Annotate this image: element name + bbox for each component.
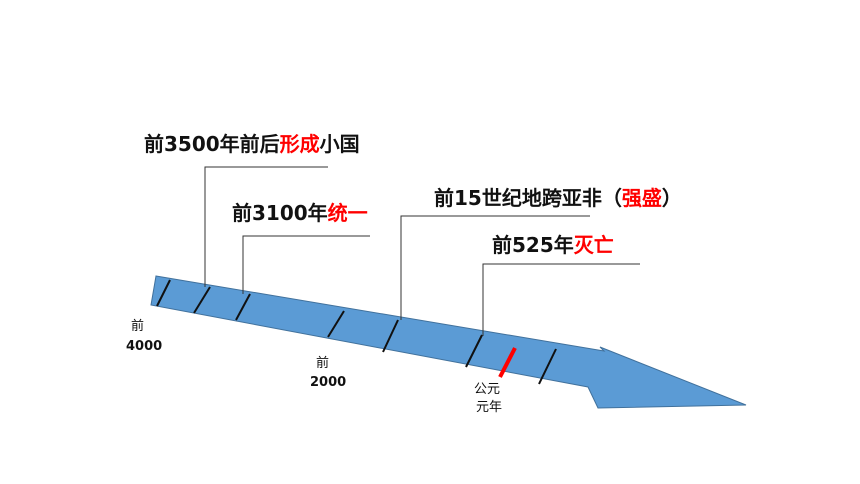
axis-labels: 前 4000 前 2000 公元 元年 xyxy=(126,318,502,415)
tick-mark xyxy=(382,319,399,353)
tick-mark xyxy=(327,310,345,338)
axis-label-bc2000-prefix: 前 xyxy=(316,355,329,371)
axis-label-bc2000-year: 2000 xyxy=(310,375,346,390)
event-labels: 前3500年前后形成小国 前3100年统一 前15世纪地跨亚非（强盛） 前525… xyxy=(144,132,682,257)
timeline-arrow xyxy=(150,275,747,409)
epoch-marker xyxy=(498,347,517,378)
leader-fall xyxy=(482,263,640,336)
tick-mark xyxy=(193,286,211,314)
axis-label-bc4000-prefix: 前 xyxy=(131,318,144,334)
leader-formation xyxy=(204,166,328,287)
event-label-formation: 前3500年前后形成小国 xyxy=(144,132,360,156)
event-label-fall: 前525年灭亡 xyxy=(492,233,614,257)
tick-mark xyxy=(156,279,171,307)
timeline-ticks xyxy=(156,279,557,385)
event-leaders xyxy=(204,166,640,336)
axis-label-ce-line1: 公元 xyxy=(474,382,500,397)
event-label-unification: 前3100年统一 xyxy=(232,201,368,225)
tick-mark xyxy=(538,348,557,385)
leader-flourish xyxy=(400,215,590,320)
axis-label-ce-line2: 元年 xyxy=(476,400,502,415)
axis-label-bc4000-year: 4000 xyxy=(126,339,162,354)
tick-mark xyxy=(235,293,251,321)
tick-mark xyxy=(465,334,483,368)
event-label-flourish: 前15世纪地跨亚非（强盛） xyxy=(434,186,682,210)
leader-unification xyxy=(242,235,370,294)
